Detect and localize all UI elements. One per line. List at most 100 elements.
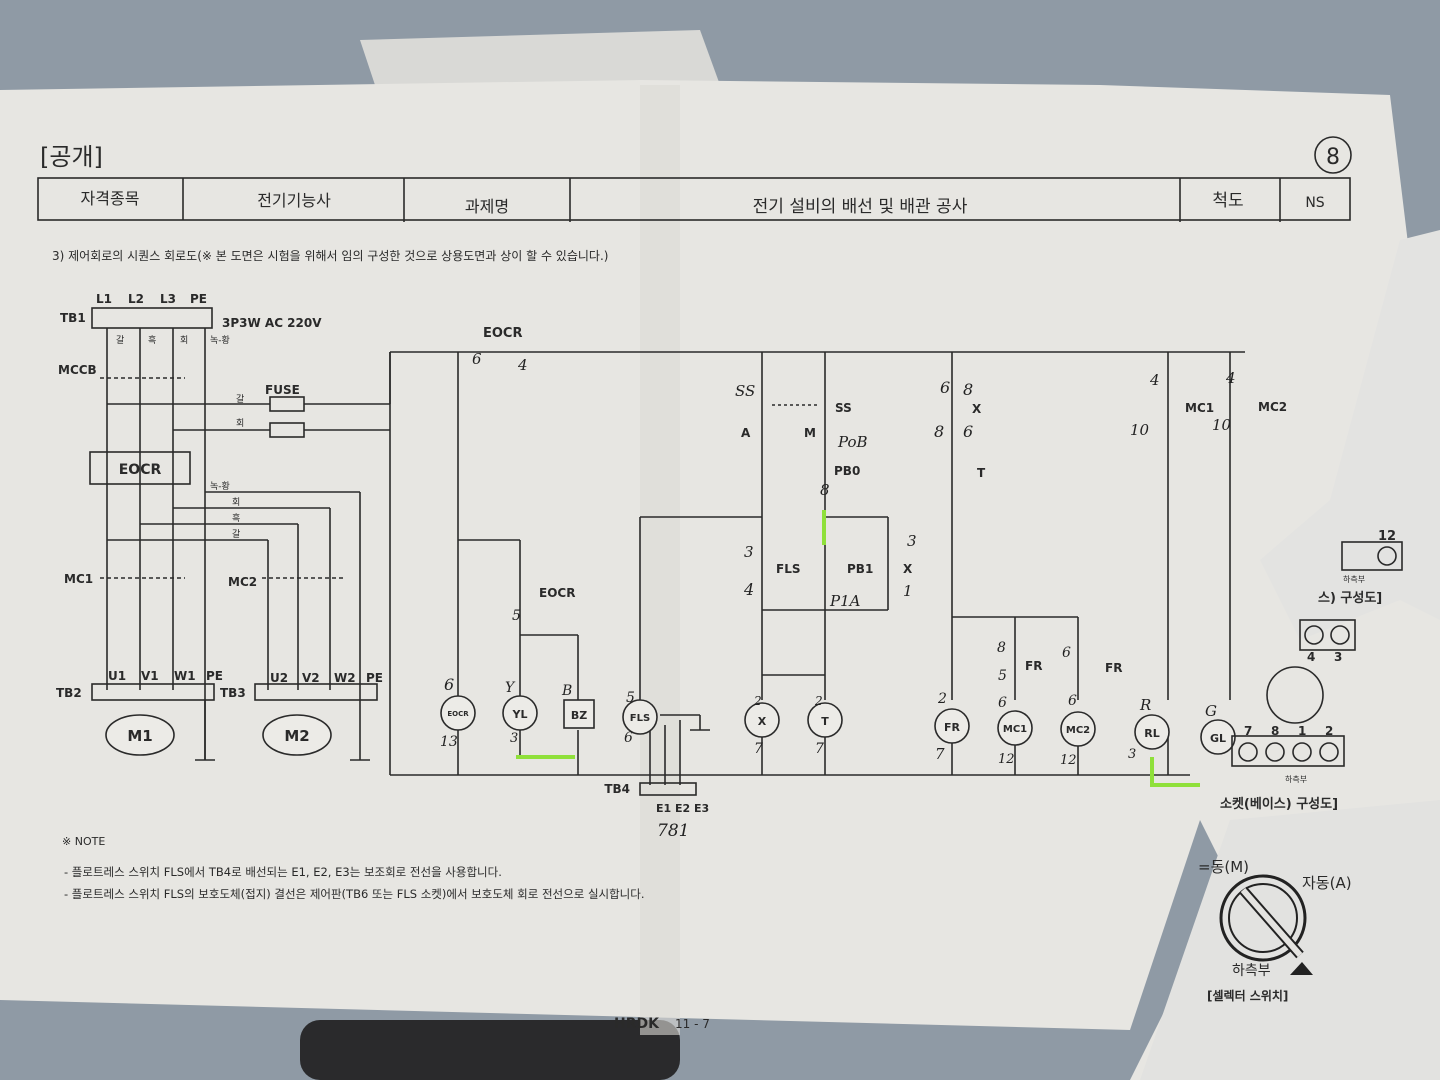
- svg-text:7: 7: [935, 745, 945, 763]
- scale-label: 척도: [1212, 191, 1243, 211]
- svg-text:10: 10: [1212, 416, 1232, 434]
- motor-m1: M1: [127, 727, 152, 745]
- tb3-u2: U2: [270, 671, 288, 685]
- tb3-w2: W2: [334, 671, 356, 685]
- selector-switch-icon: [1219, 874, 1313, 975]
- mccb-label: MCCB: [58, 363, 97, 377]
- svg-text:SS: SS: [735, 382, 755, 400]
- paper-sheet: [0, 80, 1440, 1080]
- mc2-contact-label: MC2: [1258, 400, 1287, 414]
- svg-text:1: 1: [903, 582, 913, 600]
- svg-text:8: 8: [963, 380, 973, 399]
- svg-text:12: 12: [1060, 753, 1077, 768]
- note-item-2: - 플로트레스 스위치 FLS의 보호도체(접지) 결선은 제어판(TB6 또는…: [64, 887, 645, 901]
- coil-mc2: MC2: [1066, 725, 1090, 736]
- socket-diagram: [1231, 541, 1403, 767]
- header-table: [37, 177, 1351, 222]
- tb4-e1: E1: [656, 802, 671, 815]
- tb2-v1: V1: [141, 669, 159, 683]
- lamp-gl: GL: [1210, 732, 1226, 745]
- eocr-contact-label: EOCR: [539, 586, 575, 600]
- task-label: 과제명: [465, 197, 509, 216]
- motor-m2: M2: [284, 727, 309, 745]
- svg-text:6: 6: [444, 675, 454, 694]
- fuse-wire-1: 갈: [236, 394, 244, 405]
- line-l2: L2: [128, 292, 144, 306]
- svg-text:12: 12: [998, 752, 1015, 767]
- svg-text:P1A: P1A: [829, 592, 861, 610]
- svg-text:4: 4: [1225, 369, 1236, 387]
- svg-text:6: 6: [1068, 693, 1077, 709]
- tb3-v2: V2: [302, 671, 320, 685]
- svg-text:Y: Y: [505, 680, 516, 696]
- fls-contact-label: FLS: [776, 562, 801, 576]
- svg-text:6: 6: [1062, 645, 1071, 661]
- qualification-value: 전기기능사: [257, 191, 331, 210]
- footer-brand: HRDK: [614, 1016, 660, 1032]
- note-item-1: - 플로트레스 스위치 FLS에서 TB4로 배선되는 E1, E2, E3는 …: [64, 865, 502, 879]
- fuse-wire-2: 회: [236, 418, 244, 429]
- socket-upper-bottom: 하측부: [1343, 574, 1365, 584]
- note-title: ※ NOTE: [62, 835, 105, 848]
- svg-text:2: 2: [937, 691, 947, 707]
- handwritten-annotations: 6 4 SS PoB 8 3 4 P1A 3 1 6 8 8 6 5 6 13 …: [440, 350, 1236, 841]
- socket-term-12: 12: [1378, 529, 1396, 544]
- svg-text:3: 3: [510, 731, 518, 746]
- wire-color-3: 회: [180, 335, 188, 346]
- svg-text:PoB: PoB: [837, 433, 868, 451]
- svg-text:6: 6: [940, 378, 950, 397]
- socket-term-7: 7: [1244, 724, 1252, 738]
- svg-text:10: 10: [1130, 421, 1150, 439]
- fr-contact-label-2: FR: [1105, 661, 1122, 675]
- svg-text:2: 2: [753, 694, 762, 708]
- qualification-label: 자격종목: [81, 189, 140, 208]
- coils: [440, 695, 1236, 755]
- x-contact-label: X: [903, 562, 913, 576]
- auto-contact-a: A: [741, 426, 751, 440]
- mc1-power-label: MC1: [64, 572, 93, 586]
- svg-text:R: R: [1139, 696, 1151, 714]
- coil-yl: YL: [512, 708, 528, 721]
- selector-bottom: 하측부: [1232, 963, 1271, 979]
- svg-text:5: 5: [998, 668, 1007, 684]
- svg-text:13: 13: [440, 734, 458, 750]
- tb1-label: TB1: [60, 311, 86, 325]
- eocr-top-label: EOCR: [483, 326, 522, 341]
- footer-page: 11 - 7: [675, 1017, 710, 1031]
- svg-text:8: 8: [820, 481, 830, 499]
- coil-fr: FR: [944, 721, 961, 734]
- svg-text:6: 6: [624, 730, 633, 746]
- supply-label: 3P3W AC 220V: [222, 316, 322, 330]
- x-contact-label-2: X: [972, 402, 982, 416]
- public-tag: [공개]: [40, 143, 103, 171]
- svg-text:4: 4: [1149, 371, 1160, 389]
- socket-lower-bottom: 하측부: [1285, 774, 1307, 784]
- selector-manual: =동(M): [1198, 858, 1249, 876]
- svg-text:8: 8: [997, 640, 1006, 656]
- svg-text:3: 3: [907, 532, 917, 550]
- power-circuit: [89, 307, 391, 761]
- control-circuit: [389, 351, 1245, 796]
- socket-upper-caption: 스) 구성도]: [1318, 591, 1382, 606]
- svg-text:4: 4: [743, 580, 754, 599]
- tb4-e3: E3: [694, 802, 709, 815]
- tb4-label: TB4: [604, 782, 630, 796]
- svg-text:5: 5: [626, 690, 635, 706]
- task-value: 전기 설비의 배선 및 배관 공사: [753, 197, 968, 217]
- page-number-circle: [1314, 136, 1352, 174]
- tb2-label: TB2: [56, 686, 82, 700]
- svg-text:6: 6: [963, 422, 973, 441]
- svg-text:B: B: [561, 683, 572, 699]
- line-pe: PE: [190, 292, 207, 306]
- branch-wire-4: 갈: [232, 529, 240, 540]
- coil-fls: FLS: [630, 713, 650, 724]
- coil-mc1: MC1: [1003, 724, 1027, 735]
- socket-term-3: 3: [1334, 650, 1342, 664]
- mc2-power-label: MC2: [228, 575, 257, 589]
- tb2-pe: PE: [206, 669, 223, 683]
- ss-label: SS: [835, 401, 852, 415]
- svg-text:3: 3: [744, 543, 754, 561]
- svg-text:G: G: [1205, 702, 1217, 720]
- tb4-e2: E2: [675, 802, 690, 815]
